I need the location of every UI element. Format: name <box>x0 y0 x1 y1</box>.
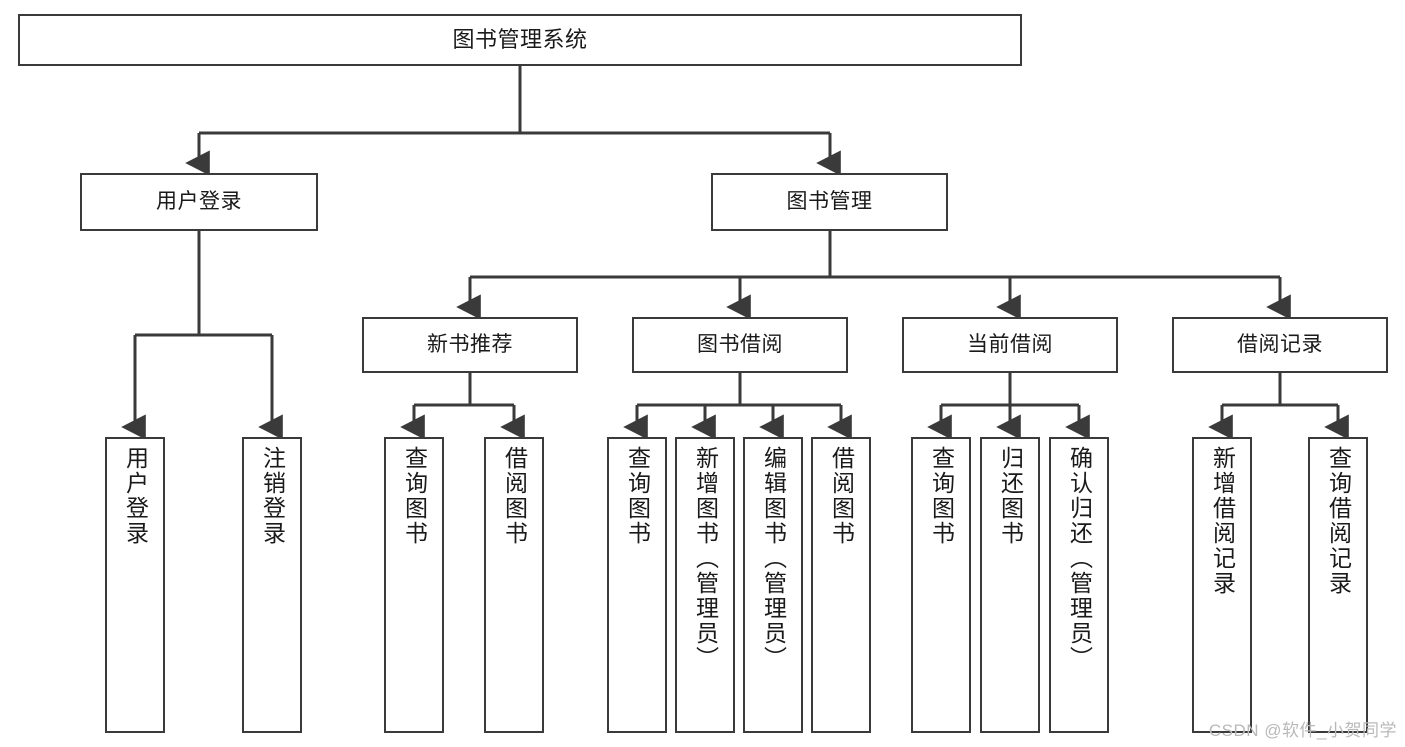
node-label: 新书推荐 <box>427 333 513 357</box>
node-book-management[interactable]: 图书管理 <box>711 173 948 231</box>
node-label: 归还图书 <box>997 446 1024 546</box>
leaf-user-login-logout[interactable]: 注销登录 <box>242 437 302 733</box>
node-label: 借阅图书 <box>828 446 855 546</box>
leaf-user-login-login[interactable]: 用户登录 <box>105 437 165 733</box>
node-borrow-record[interactable]: 借阅记录 <box>1172 317 1388 373</box>
leaf-new-book-query[interactable]: 查询图书 <box>384 437 444 733</box>
node-label: 新增图书（管理员） <box>692 446 719 671</box>
node-label: 查询图书 <box>624 446 651 546</box>
node-label: 查询图书 <box>928 446 955 546</box>
node-label: 确认归还（管理员） <box>1066 446 1093 671</box>
leaf-borrow-record-query[interactable]: 查询借阅记录 <box>1308 437 1368 733</box>
node-root-system[interactable]: 图书管理系统 <box>18 14 1022 66</box>
node-label: 图书借阅 <box>697 333 783 357</box>
leaf-borrow-record-add[interactable]: 新增借阅记录 <box>1192 437 1252 733</box>
leaf-current-borrow-query[interactable]: 查询图书 <box>911 437 971 733</box>
node-label: 用户登录 <box>122 446 149 546</box>
leaf-current-borrow-return[interactable]: 归还图书 <box>980 437 1040 733</box>
node-current-borrow[interactable]: 当前借阅 <box>902 317 1118 373</box>
leaf-book-borrow-add[interactable]: 新增图书（管理员） <box>675 437 735 733</box>
leaf-new-book-borrow[interactable]: 借阅图书 <box>484 437 544 733</box>
node-label: 用户登录 <box>156 190 242 214</box>
node-label: 编辑图书（管理员） <box>760 446 787 671</box>
node-label: 图书管理系统 <box>452 26 588 52</box>
node-label: 注销登录 <box>259 446 286 546</box>
leaf-book-borrow-query[interactable]: 查询图书 <box>607 437 667 733</box>
node-user-login[interactable]: 用户登录 <box>80 173 318 231</box>
leaf-current-borrow-confirm-return[interactable]: 确认归还（管理员） <box>1049 437 1109 733</box>
node-label: 借阅图书 <box>501 446 528 546</box>
leaf-book-borrow-edit[interactable]: 编辑图书（管理员） <box>743 437 803 733</box>
node-label: 查询借阅记录 <box>1325 446 1352 596</box>
node-label: 当前借阅 <box>967 333 1053 357</box>
node-label: 借阅记录 <box>1237 333 1323 357</box>
leaf-book-borrow-borrow[interactable]: 借阅图书 <box>811 437 871 733</box>
watermark-text: CSDN @软件_小贺同学 <box>1208 721 1397 740</box>
node-label: 图书管理 <box>786 190 873 214</box>
node-label: 新增借阅记录 <box>1209 446 1236 596</box>
node-book-borrow[interactable]: 图书借阅 <box>632 317 848 373</box>
node-label: 查询图书 <box>401 446 428 546</box>
node-new-book-recommend[interactable]: 新书推荐 <box>362 317 578 373</box>
